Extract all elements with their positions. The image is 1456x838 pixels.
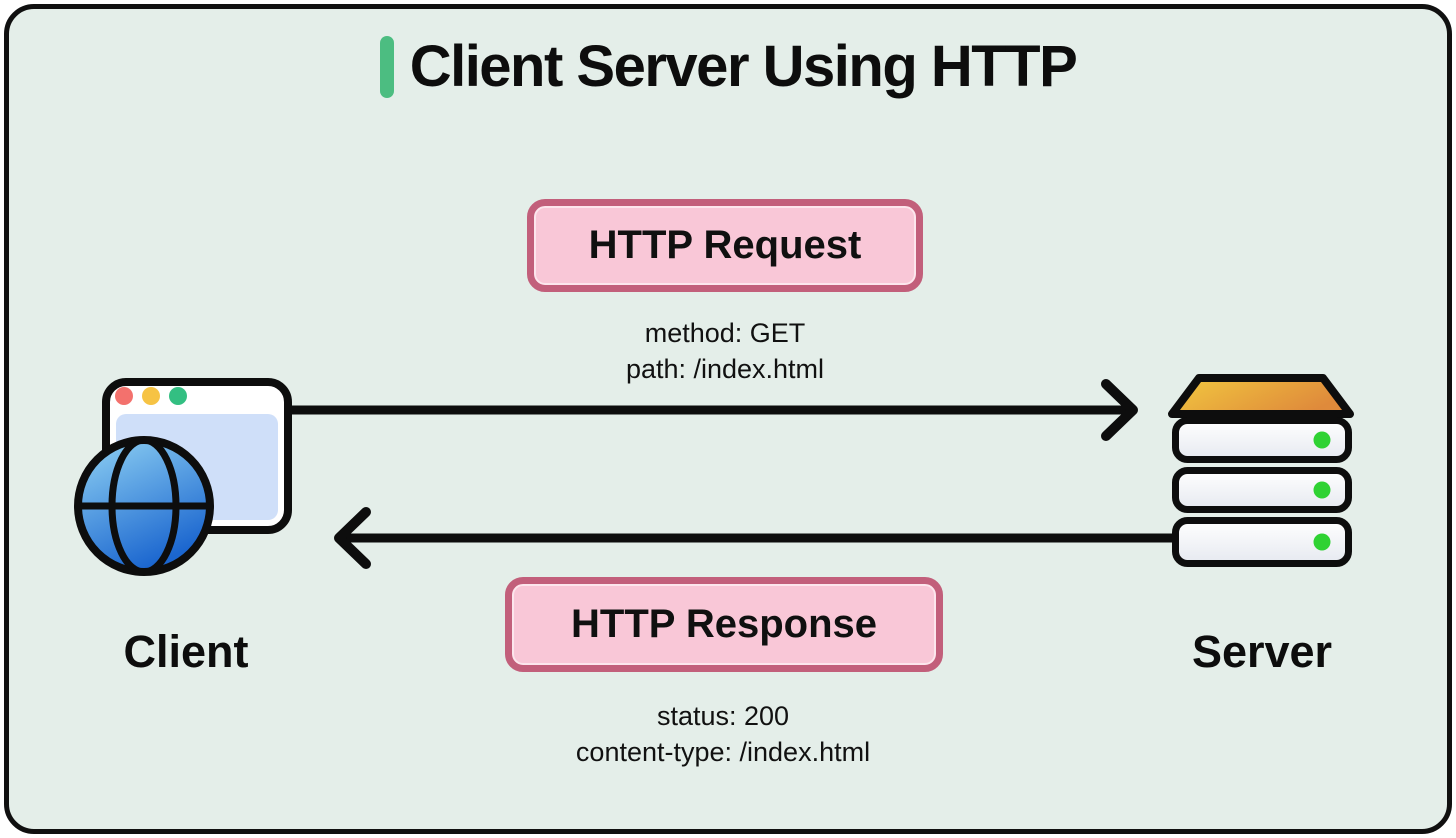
http-request-label: HTTP Request — [588, 223, 862, 267]
http-response-badge: HTTP Response — [505, 577, 943, 672]
page-title: Client Server Using HTTP — [409, 34, 1078, 99]
response-details: status: 200 content-type: /index.html — [523, 698, 923, 770]
server-stack-icon — [1168, 374, 1354, 567]
request-arrow — [286, 379, 1138, 441]
server-disk — [1172, 517, 1352, 567]
client-label: Client — [123, 626, 249, 677]
server-disk — [1172, 467, 1352, 513]
browser-dot-red-icon — [115, 387, 133, 405]
response-content-type-line: content-type: /index.html — [575, 737, 871, 767]
title-accent-bar — [379, 36, 394, 98]
browser-globe-icon — [74, 378, 292, 576]
http-request-badge: HTTP Request — [527, 199, 923, 292]
response-arrow — [334, 507, 1177, 569]
globe-icon — [74, 436, 214, 576]
response-status-line: status: 200 — [656, 701, 790, 731]
title: Client Server Using HTTP — [0, 34, 1456, 100]
server-status-light — [1313, 533, 1331, 551]
browser-dot-green-icon — [169, 387, 187, 405]
request-method-line: method: GET — [644, 318, 806, 348]
server-status-light — [1313, 481, 1331, 499]
browser-dot-yellow-icon — [142, 387, 160, 405]
request-details: method: GET path: /index.html — [525, 315, 925, 387]
request-path-line: path: /index.html — [625, 354, 825, 384]
http-response-label: HTTP Response — [571, 602, 877, 646]
server-label: Server — [1191, 626, 1333, 677]
server-disk — [1172, 417, 1352, 463]
server-top-panel — [1168, 374, 1354, 418]
server-status-light — [1313, 431, 1331, 449]
